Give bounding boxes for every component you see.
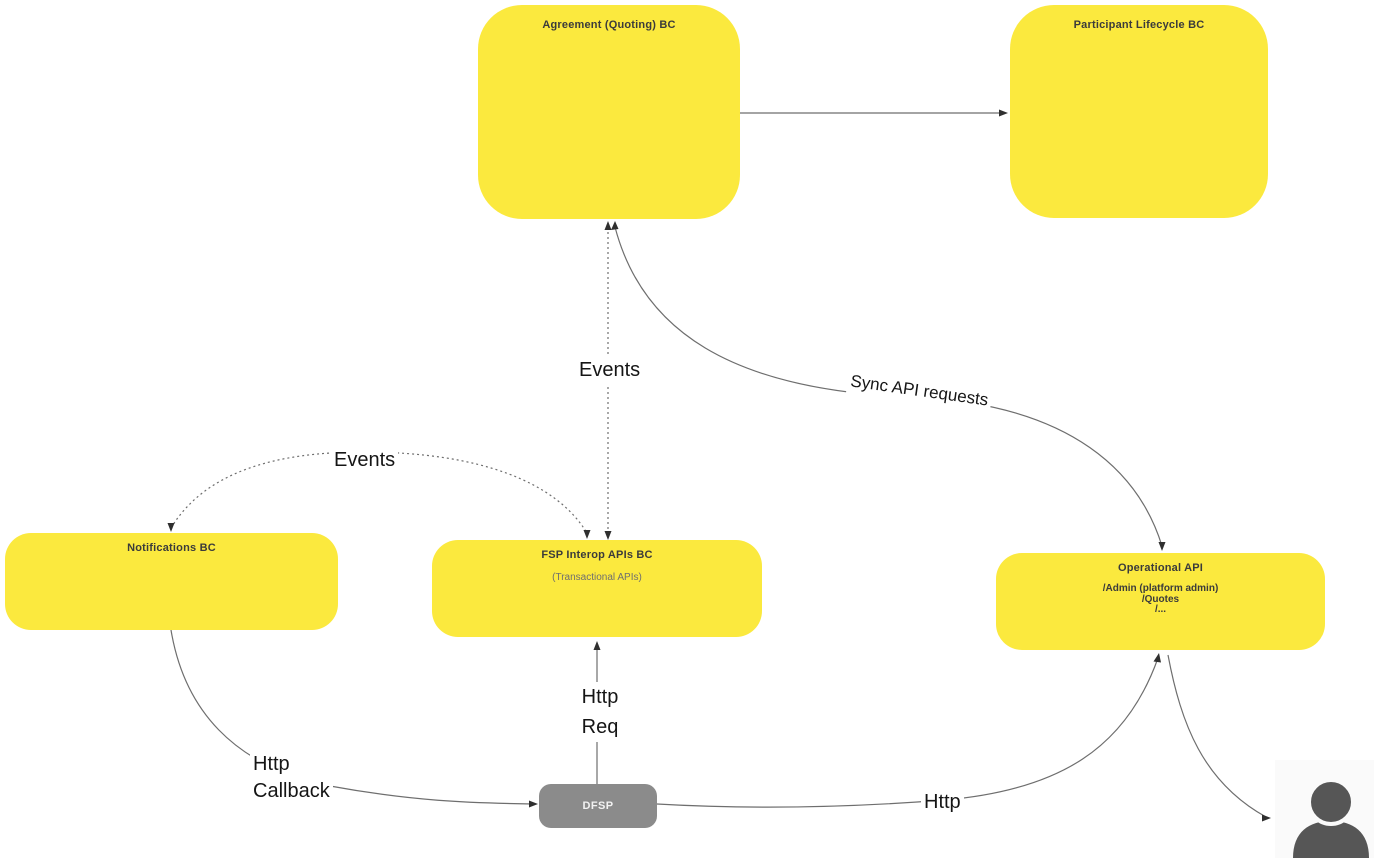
- box-title: FSP Interop APIs BC: [541, 549, 653, 561]
- actor-node[interactable]: [1275, 760, 1374, 858]
- operational-api-endpoint: /Admin (platform admin): [1102, 583, 1219, 594]
- box-title: Agreement (Quoting) BC: [542, 19, 676, 31]
- operational-api-endpoint: /...: [1154, 604, 1167, 615]
- box-dfsp[interactable]: DFSP: [539, 784, 657, 828]
- connector-http-callback: [170, 629, 534, 805]
- label-http-callback: Http Callback: [250, 751, 333, 805]
- box-fsp-interop-apis-bc[interactable]: FSP Interop APIs BC (Transactional APIs): [432, 540, 762, 637]
- operational-api-endpoint: /Quotes: [1141, 593, 1180, 605]
- box-title: Participant Lifecycle BC: [1073, 19, 1205, 31]
- box-agreement-quoting-bc[interactable]: Agreement (Quoting) BC: [478, 5, 740, 219]
- arrowheads: [167, 109, 1271, 822]
- label-events-left: Events: [331, 447, 399, 474]
- label-line: Req: [581, 716, 619, 738]
- label-line: Http: [581, 686, 619, 708]
- box-title: DFSP: [582, 800, 614, 812]
- person-icon: [1293, 778, 1369, 858]
- box-notifications-bc[interactable]: Notifications BC: [5, 533, 338, 630]
- label-line: Http: [253, 753, 290, 775]
- label-http-req: Http Req: [558, 682, 642, 742]
- label-events-vertical: Events: [576, 357, 644, 384]
- connector-http: [656, 657, 1159, 808]
- box-participant-lifecycle-bc[interactable]: Participant Lifecycle BC: [1010, 5, 1268, 218]
- box-subtitle: (Transactional APIs): [552, 572, 642, 583]
- box-title: Operational API: [1117, 562, 1204, 574]
- box-title: Notifications BC: [127, 542, 216, 554]
- label-http: Http: [921, 789, 964, 816]
- label-line: Callback: [253, 780, 330, 802]
- connector-operational-actor: [1167, 654, 1267, 818]
- box-operational-api[interactable]: Operational API /Admin (platform admin) …: [996, 553, 1325, 650]
